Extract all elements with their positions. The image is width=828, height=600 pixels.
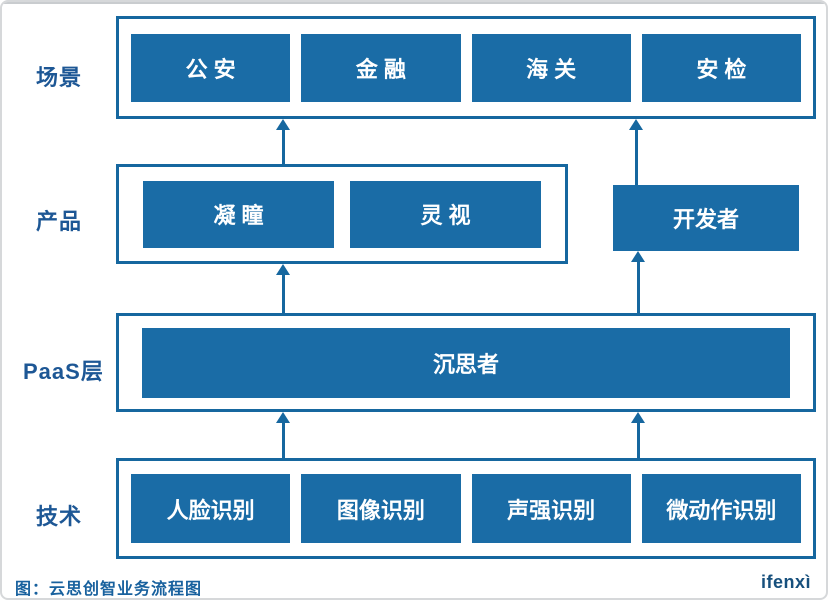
box-public-security: 公 安 xyxy=(131,33,291,102)
paas-layer-container: 沉思者 xyxy=(116,313,816,412)
row-label-technology: 技术 xyxy=(36,504,83,529)
box-micro-action-recognition: 微动作识别 xyxy=(641,474,801,543)
arrow-paas-to-developer-icon xyxy=(631,251,645,313)
box-sound-intensity-recognition: 声强识别 xyxy=(471,474,631,543)
box-finance: 金 融 xyxy=(301,33,461,102)
footer-divider xyxy=(2,2,826,4)
product-layer-container: 凝 瞳 灵 视 xyxy=(116,164,568,264)
box-developer: 开发者 xyxy=(613,185,799,251)
box-image-recognition: 图像识别 xyxy=(301,474,461,543)
box-security-inspection: 安 检 xyxy=(641,33,801,102)
arrow-tech-to-paas-left-icon xyxy=(276,412,290,458)
arrow-developer-to-scene-icon xyxy=(629,119,643,185)
row-label-product: 产品 xyxy=(36,209,83,234)
ifenxi-logo: ifenxì xyxy=(760,572,811,592)
arrow-tech-to-paas-right-icon xyxy=(631,412,645,458)
box-face-recognition: 人脸识别 xyxy=(131,474,291,543)
box-ningtong-product: 凝 瞳 xyxy=(143,180,334,248)
box-customs: 海 关 xyxy=(471,33,631,102)
box-lingshi-product: 灵 视 xyxy=(350,180,541,248)
box-chensizhe-platform: 沉思者 xyxy=(142,327,790,398)
figure-caption: 图：云思创智业务流程图 xyxy=(15,581,203,598)
scene-layer-container: 公 安 金 融 海 关 安 检 xyxy=(116,16,816,119)
arrow-product-to-scene-icon xyxy=(276,119,290,164)
row-label-paas: PaaS层 xyxy=(23,359,104,384)
technology-layer-container: 人脸识别 图像识别 声强识别 微动作识别 xyxy=(116,458,816,559)
row-label-scene: 场景 xyxy=(36,65,83,90)
arrow-paas-to-product-icon xyxy=(276,264,290,313)
